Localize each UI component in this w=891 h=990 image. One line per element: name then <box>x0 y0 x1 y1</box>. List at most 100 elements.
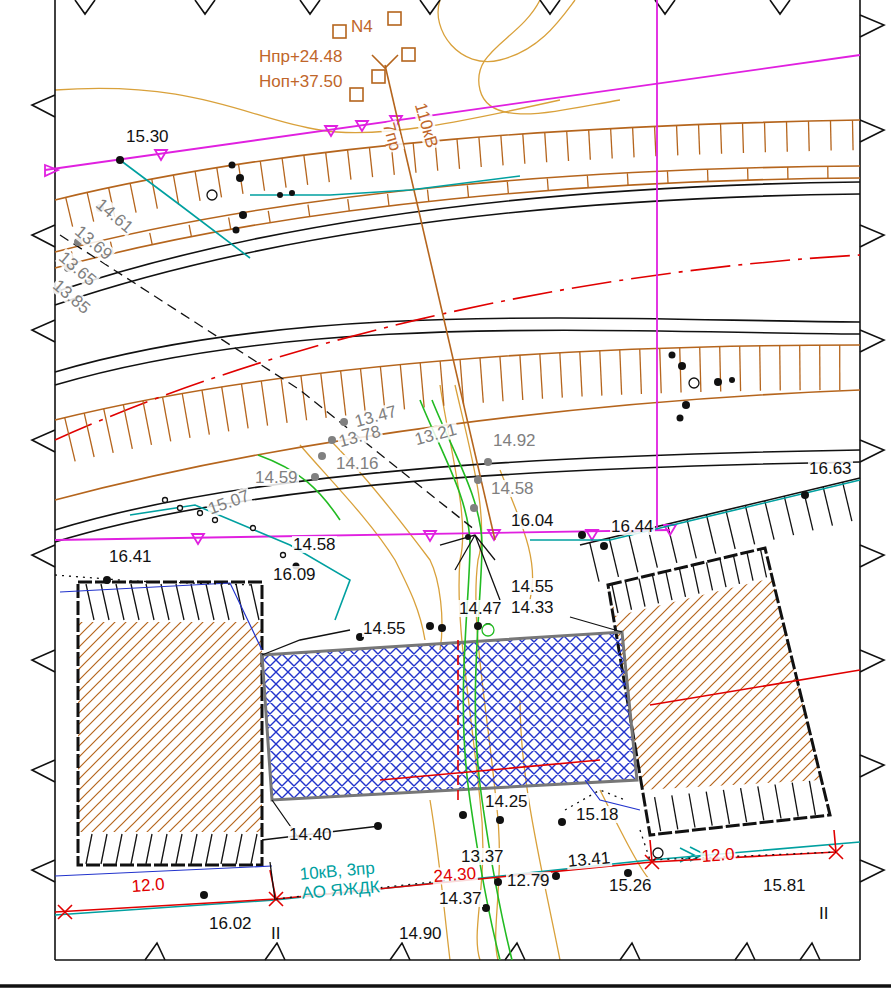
tick-hatching <box>241 384 248 429</box>
tick-hatching <box>540 354 543 399</box>
hatched-blocks <box>741 788 747 822</box>
hatched-blocks <box>608 548 830 835</box>
hatched-blocks <box>792 783 798 817</box>
map-label: 13.78 <box>336 422 383 450</box>
tick-hatching <box>84 413 94 457</box>
survey-points <box>496 816 504 824</box>
map-label: 13.21 <box>412 420 459 448</box>
tick-hatching <box>677 125 678 155</box>
map-label: 14.40 <box>288 826 333 843</box>
tick-hatching <box>301 376 307 421</box>
survey-frame <box>75 0 790 14</box>
contour-lines <box>55 88 560 132</box>
tick-hatching <box>260 161 264 191</box>
map-label: 13.41 <box>566 849 612 870</box>
hatched-blocks <box>146 584 154 620</box>
tick-hatching <box>66 197 73 226</box>
hatched-blocks <box>747 553 753 581</box>
tick-hatching <box>467 185 468 197</box>
tick-hatching <box>304 155 308 185</box>
hatched-blocks <box>723 790 729 824</box>
open-points <box>163 190 700 858</box>
open-points <box>207 190 217 200</box>
cable-lines <box>55 842 860 915</box>
hatched-blocks <box>116 834 122 864</box>
survey-points <box>678 362 686 370</box>
tick-hatching <box>787 167 789 179</box>
cable-lines <box>120 160 250 258</box>
tick-hatching <box>104 409 113 453</box>
tick-hatching <box>163 397 171 441</box>
tick-hatching <box>808 121 810 151</box>
grey-survey-points <box>53 204 492 512</box>
map-label: 14.16 <box>335 455 380 472</box>
hatched-blocks <box>734 556 740 584</box>
survey-points <box>236 174 244 182</box>
tick-hatching <box>189 225 191 237</box>
open-points <box>653 848 663 858</box>
cable-lines <box>55 160 860 915</box>
tick-hatching <box>65 120 853 581</box>
survey-points <box>474 622 482 630</box>
survey-points <box>103 576 111 584</box>
tick-hatching <box>830 121 832 151</box>
survey-points <box>578 531 586 539</box>
black-linework <box>60 235 475 530</box>
tick-hatching <box>611 129 613 159</box>
open-points <box>281 553 286 558</box>
survey-points <box>116 156 124 164</box>
tick-hatching <box>560 353 562 398</box>
tick-hatching <box>590 543 599 582</box>
survey-points <box>600 542 608 550</box>
tick-hatching <box>150 233 153 245</box>
embankment-edges <box>55 345 860 420</box>
tick-hatching <box>629 533 638 572</box>
hatched-blocks <box>653 575 659 603</box>
map-label: 15.81 <box>762 877 807 894</box>
open-points <box>178 506 183 511</box>
tick-hatching <box>823 487 832 526</box>
hatched-blocks <box>608 548 772 616</box>
tick-hatching <box>747 168 749 180</box>
hatched-blocks <box>131 584 139 620</box>
survey-points <box>682 401 690 409</box>
power-line-110 <box>385 65 495 540</box>
tick-hatching <box>217 168 222 198</box>
black-linework <box>262 617 622 655</box>
survey-frame <box>0 984 891 988</box>
hatched-blocks <box>706 792 712 826</box>
road-edges <box>55 318 860 372</box>
hatched-blocks <box>161 834 167 864</box>
tick-hatching <box>819 345 821 390</box>
contour-lines <box>479 0 620 114</box>
map-label: 12.0 <box>700 846 736 865</box>
map-label: 16.04 <box>510 512 555 529</box>
hatched-blocks <box>206 834 212 864</box>
tick-hatching <box>633 127 634 157</box>
hatched-blocks <box>672 795 678 829</box>
hatched-blocks <box>655 797 661 831</box>
survey-points <box>239 211 247 219</box>
hatched-blocks <box>86 549 815 864</box>
hatched-blocks <box>251 834 257 864</box>
tick-hatching <box>580 352 582 397</box>
road-edges <box>55 450 860 530</box>
tick-hatching <box>400 365 404 410</box>
magenta-boundaries <box>45 116 402 176</box>
map-label: 14.47 <box>458 600 503 617</box>
open-points <box>163 498 168 503</box>
hatched-blocks <box>176 834 182 864</box>
tick-hatching <box>784 496 793 535</box>
black-linework <box>55 575 255 585</box>
road-centerline <box>55 255 860 440</box>
map-label: 14.90 <box>398 925 443 942</box>
magenta-boundaries <box>55 530 670 540</box>
tick-hatching <box>321 373 326 418</box>
tick-hatching <box>779 345 781 390</box>
tick-hatching <box>759 346 761 391</box>
tick-hatching <box>182 394 190 438</box>
hatched-blocks <box>775 785 781 819</box>
tick-hatching <box>589 130 591 160</box>
power-line-110 <box>402 48 415 61</box>
tick-hatching <box>130 183 136 212</box>
